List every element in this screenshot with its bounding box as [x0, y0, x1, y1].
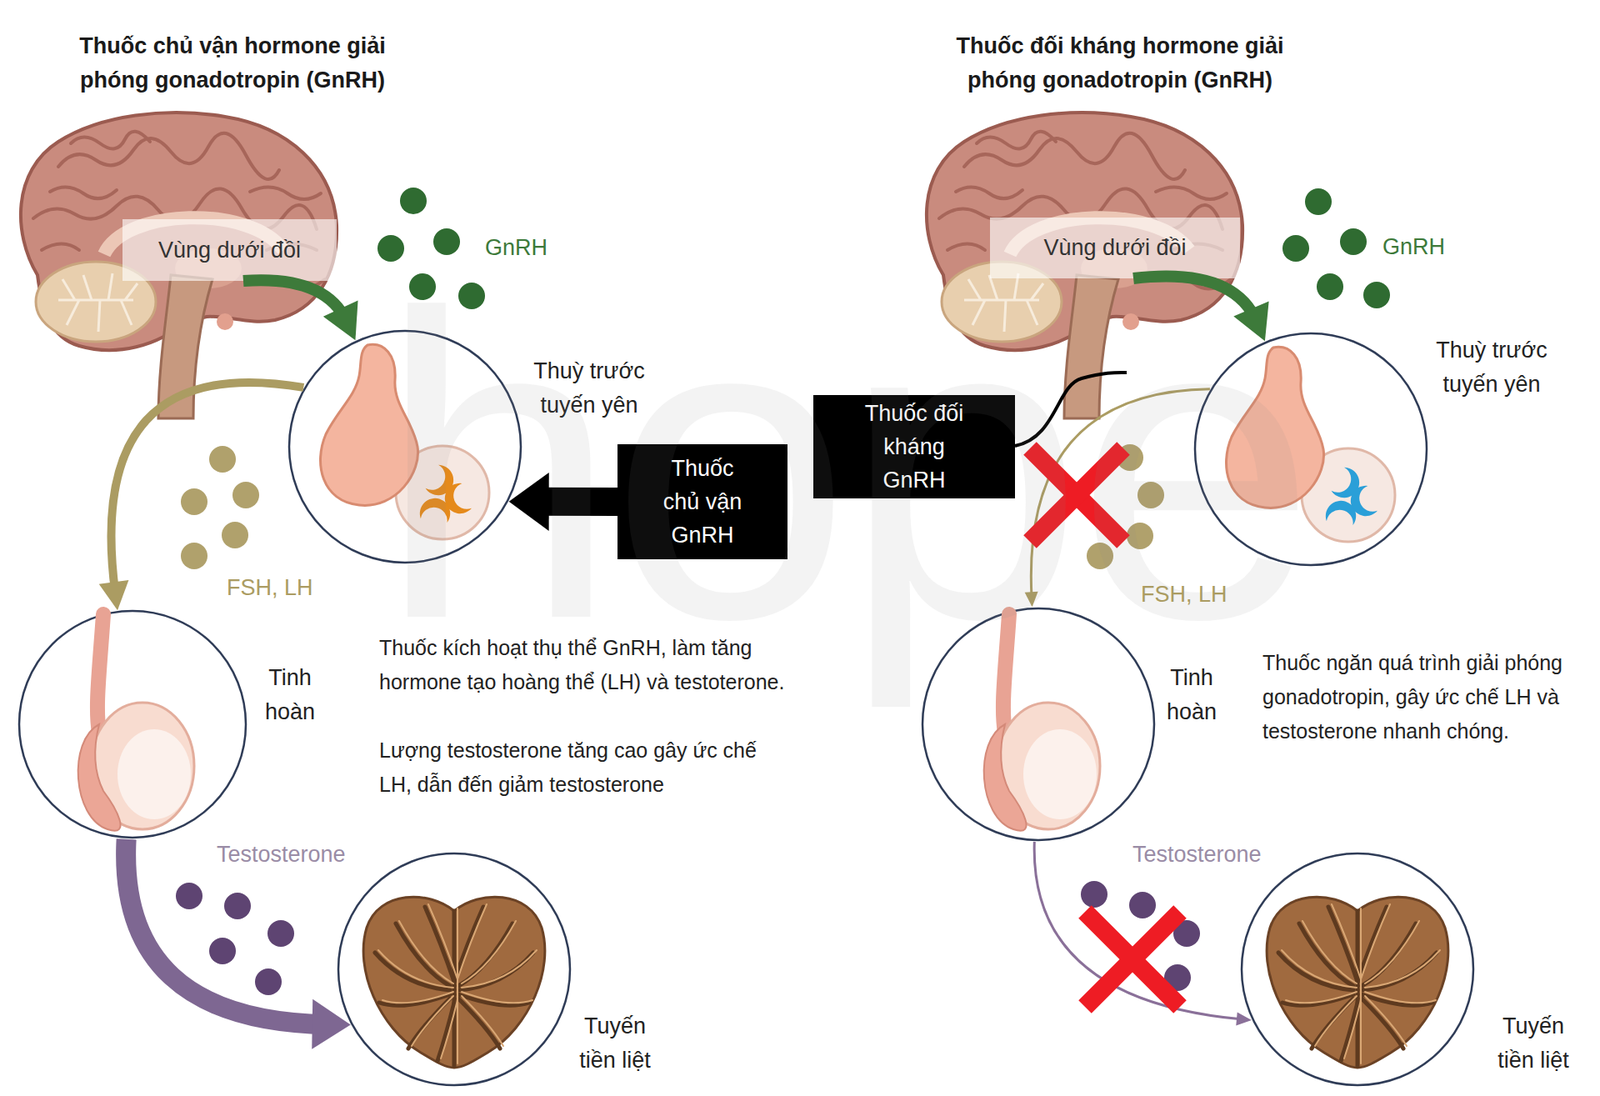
panel-title: Thuốc chủ vận hormone giải phóng gonadot… [57, 29, 408, 98]
outside-label: Tuyến tiền liệt [573, 1009, 657, 1078]
circle-outline [1193, 331, 1429, 567]
pituitary-illustration [320, 344, 490, 540]
edge-label: FSH, LH [226, 575, 314, 600]
circle-outline [920, 606, 1156, 842]
leader-line [1015, 372, 1127, 446]
arrow-head [311, 999, 350, 1050]
arrow-head [509, 472, 550, 531]
circle-outline [336, 851, 572, 1087]
outside-label: Tinh hoàn [252, 660, 328, 730]
arrow-shaft [532, 487, 618, 516]
node-text: Vùng dưới đồi [1044, 235, 1187, 261]
node-text: Vùng dưới đồi [158, 237, 301, 264]
edge-label: GnRH [1382, 234, 1445, 260]
circle-outline [17, 609, 248, 840]
testosterone-dots [175, 880, 1200, 995]
arrow-shaft [243, 280, 347, 321]
arrow-head [1235, 1011, 1252, 1025]
block-cross [1085, 911, 1180, 1007]
node-text: Thuỳ trước tuyến yên [1425, 333, 1559, 402]
region-label-box: Vùng dưới đồi [990, 217, 1240, 279]
panel-title: Thuốc đối kháng hormone giải phóng gonad… [936, 29, 1304, 98]
organ-circle: Tinh hoàn [920, 606, 1156, 842]
prostate-illustration [1266, 896, 1449, 1068]
flow-arrow [1133, 276, 1270, 342]
arrow-head [1025, 591, 1039, 607]
organ-circle: Tuyến tiền liệt [336, 851, 572, 1087]
flow-arrow [125, 839, 351, 1050]
circle-outline [287, 329, 523, 565]
organ-circle: Tuyến tiền liệt [1240, 851, 1475, 1087]
circle-border [1241, 853, 1474, 1085]
gnrh-dots [377, 187, 1390, 310]
arrow-head [323, 300, 359, 340]
edge-label: Testosterone [1132, 841, 1262, 867]
organ-circle: Thuỳ trước tuyến yên [1193, 331, 1429, 567]
drug-box: Thuốc đối kháng GnRH [813, 395, 1015, 499]
circle-outline [1240, 851, 1475, 1087]
brain-illustration [926, 112, 1243, 419]
box-text: Vùng dưới đồi [1044, 235, 1187, 261]
circle-border [1195, 333, 1427, 565]
node-text: Tuyến tiền liệt [573, 1009, 657, 1078]
testis-illustration [984, 614, 1100, 831]
box-text: Vùng dưới đồi [158, 237, 301, 264]
box-text: Thuốc đối kháng GnRH [861, 396, 967, 497]
description: Lượng testosterone tăng cao gây ức chế L… [379, 733, 792, 802]
circle-border [922, 608, 1155, 840]
flow-arrow [99, 382, 304, 610]
region-label-box: Vùng dưới đồi [122, 219, 337, 281]
flow-arrow [1025, 389, 1210, 607]
box-text: Thuốc chủ vận GnRH [650, 451, 755, 552]
flow-arrow [1034, 841, 1252, 1026]
brain-illustration [20, 112, 337, 419]
arrow-shaft [1034, 841, 1243, 1020]
arrow-shaft [110, 382, 304, 594]
node-text: Tinh hoàn [1154, 660, 1230, 730]
circle-border [289, 330, 521, 563]
node-text: Thuỳ trước tuyến yên [522, 354, 656, 423]
description: Thuốc kích hoạt thụ thể GnRH, làm tăng h… [379, 630, 792, 700]
flow-arrow [509, 472, 618, 531]
outside-label: Tinh hoàn [1154, 660, 1230, 730]
node-text: Thuốc chủ vận GnRH [650, 451, 755, 552]
organ-circle: Thuỳ trước tuyến yên [287, 329, 523, 565]
block-cross [1030, 448, 1124, 542]
pituitary-illustration [1225, 346, 1395, 542]
arrow-head [1233, 301, 1269, 342]
node-text: Thuốc đối kháng GnRH [861, 396, 967, 497]
arrow-head [99, 580, 130, 610]
edge-label: GnRH [485, 235, 548, 260]
arrow-shaft [1030, 389, 1210, 599]
node-text: Tinh hoàn [252, 660, 328, 730]
description: Thuốc ngăn quá trình giải phóng gonadotr… [1262, 645, 1567, 749]
flow-arrow [243, 280, 359, 340]
node-text: Tuyến tiền liệt [1491, 1009, 1575, 1078]
prostate-illustration [363, 896, 545, 1068]
drug-box: Thuốc chủ vận GnRH [617, 444, 788, 560]
organ-circle: Tinh hoàn [17, 609, 248, 840]
outside-label: Thuỳ trước tuyến yên [522, 354, 656, 423]
edge-label: FSH, LH [1140, 581, 1228, 607]
arrow-shaft [125, 839, 328, 1025]
outside-label: Tuyến tiền liệt [1491, 1009, 1575, 1078]
outside-label: Thuỳ trước tuyến yên [1425, 333, 1559, 402]
edge-label: Testosterone [216, 841, 346, 867]
testis-illustration [78, 614, 195, 831]
circle-border [19, 610, 246, 838]
arrow-shaft [1133, 276, 1257, 322]
circle-border [338, 853, 570, 1085]
